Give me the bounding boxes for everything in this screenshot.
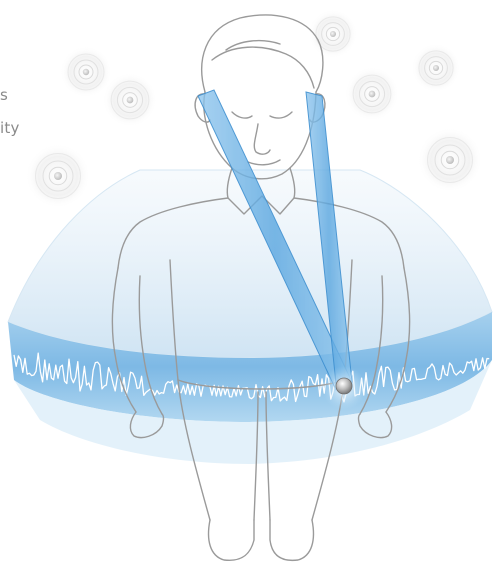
concentric-circles-icon bbox=[418, 128, 483, 193]
concentric-circles-icon bbox=[60, 46, 112, 98]
sphere-icon bbox=[336, 378, 352, 394]
concentric-circles-icon bbox=[103, 73, 158, 128]
concentric-circles-icon bbox=[308, 9, 357, 58]
concentric-circles-icon bbox=[26, 144, 91, 209]
concentric-circles-icon bbox=[345, 67, 400, 122]
concentric-circles-icon bbox=[411, 43, 460, 92]
